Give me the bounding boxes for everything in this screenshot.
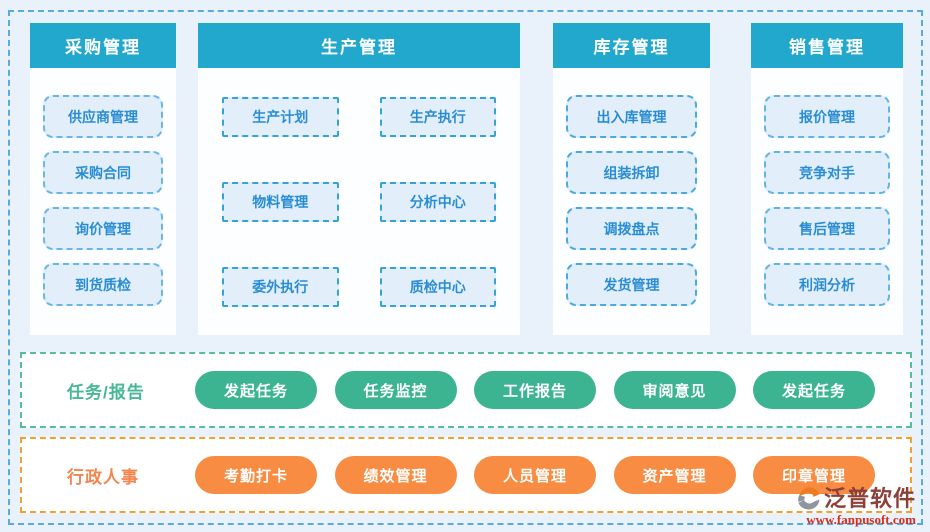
fanpu-logo-top: 泛普软件: [795, 485, 916, 512]
pill-performance-management[interactable]: 绩效管理: [334, 456, 457, 494]
admin-hr-band: 行政人事 考勤打卡 绩效管理 人员管理 资产管理 印章管理: [20, 437, 912, 513]
fanpu-logo-name: 泛普软件: [823, 485, 916, 511]
tasks-pill-row: 发起任务 任务监控 工作报告 审阅意见 发起任务: [195, 371, 875, 409]
pill-initiate-task[interactable]: 发起任务: [195, 371, 317, 409]
module-transfer-stocktake[interactable]: 调拨盘点: [566, 207, 697, 250]
module-shipping-management[interactable]: 发货管理: [566, 263, 697, 306]
panel-production: 生产管理 生产计划 生产执行 物料管理 分析中心 委外执行 质检中心: [198, 23, 520, 335]
pill-asset-management[interactable]: 资产管理: [613, 456, 736, 494]
panel-inventory-body: 出入库管理 组装拆卸 调拨盘点 发货管理: [553, 68, 710, 335]
module-inquiry-management[interactable]: 询价管理: [43, 207, 163, 250]
hr-pill-row: 考勤打卡 绩效管理 人员管理 资产管理 印章管理: [195, 456, 875, 494]
pill-task-monitoring[interactable]: 任务监控: [334, 371, 457, 409]
module-material-management[interactable]: 物料管理: [222, 182, 339, 222]
panel-production-body: 生产计划 生产执行 物料管理 分析中心 委外执行 质检中心: [198, 68, 520, 335]
module-analysis-center[interactable]: 分析中心: [379, 182, 496, 222]
fanpu-logo-icon: [795, 485, 822, 512]
panel-procurement-title: 采购管理: [30, 23, 176, 68]
panel-inventory: 库存管理 出入库管理 组装拆卸 调拨盘点 发货管理: [553, 23, 710, 335]
pill-seal-management[interactable]: 印章管理: [753, 456, 875, 494]
module-after-sales[interactable]: 售后管理: [764, 207, 890, 250]
fanpu-logo: 泛普软件 www.fanpusoft.com: [795, 485, 916, 528]
pill-initiate-task-2[interactable]: 发起任务: [753, 371, 875, 409]
panel-procurement: 采购管理 供应商管理 采购合同 询价管理 到货质检: [30, 23, 176, 335]
module-in-out-warehouse[interactable]: 出入库管理: [566, 95, 697, 138]
module-quality-center[interactable]: 质检中心: [379, 267, 496, 307]
tasks-reports-band: 任务/报告 发起任务 任务监控 工作报告 审阅意见 发起任务: [20, 352, 912, 428]
module-assembly-disassembly[interactable]: 组装拆卸: [566, 151, 697, 194]
pill-review-comments[interactable]: 审阅意见: [613, 371, 736, 409]
panel-inventory-title: 库存管理: [553, 23, 710, 68]
module-profit-analysis[interactable]: 利润分析: [764, 263, 890, 306]
module-production-plan[interactable]: 生产计划: [222, 97, 339, 137]
pill-attendance-checkin[interactable]: 考勤打卡: [195, 456, 317, 494]
panel-production-title: 生产管理: [198, 23, 520, 68]
module-purchase-contract[interactable]: 采购合同: [43, 151, 163, 194]
tasks-reports-label: 任务/报告: [67, 382, 145, 402]
panel-sales: 销售管理 报价管理 竞争对手 售后管理 利润分析: [751, 23, 903, 335]
admin-hr-label: 行政人事: [67, 467, 139, 487]
module-production-execution[interactable]: 生产执行: [379, 97, 496, 137]
panel-procurement-body: 供应商管理 采购合同 询价管理 到货质检: [30, 68, 176, 335]
module-arrival-inspection[interactable]: 到货质检: [43, 263, 163, 306]
module-outsourcing-execution[interactable]: 委外执行: [222, 267, 339, 307]
module-quotation-management[interactable]: 报价管理: [764, 95, 890, 138]
pill-work-report[interactable]: 工作报告: [474, 371, 596, 409]
fanpu-logo-url: www.fanpusoft.com: [806, 512, 916, 528]
panel-sales-title: 销售管理: [751, 23, 903, 68]
module-competitors[interactable]: 竞争对手: [764, 151, 890, 194]
pill-personnel-management[interactable]: 人员管理: [474, 456, 596, 494]
panel-sales-body: 报价管理 竞争对手 售后管理 利润分析: [751, 68, 903, 335]
module-supplier-management[interactable]: 供应商管理: [43, 95, 163, 138]
